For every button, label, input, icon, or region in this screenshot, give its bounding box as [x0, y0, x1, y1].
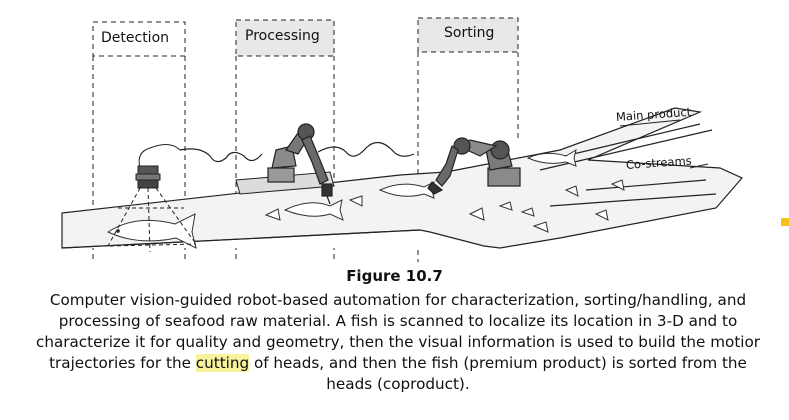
processed-fish: [283, 199, 344, 221]
caption-line-5: heads (coproduct).: [326, 375, 470, 393]
camera-scanner: [107, 144, 197, 253]
caption-line-2: processing of seafood raw material. A fi…: [58, 312, 738, 330]
cable: [179, 141, 415, 163]
figure-number: Figure 10.7: [346, 267, 443, 285]
processing-robot: [267, 123, 333, 205]
processing-table: [235, 171, 335, 195]
robot-automation-illustration: [61, 17, 743, 262]
annotation-marker: [781, 218, 789, 226]
caption-line-4-end: of heads, and then the fish (premium pro…: [249, 354, 747, 372]
leader-lines: [619, 119, 709, 169]
stage-label-detection: Detection: [101, 30, 170, 46]
sorting-robot: [427, 137, 521, 195]
stage-label-processing: Processing: [245, 28, 320, 44]
stage-label-sorting: Sorting: [444, 25, 495, 41]
caption-line-4: trajectories for the cutting of heads, a…: [14, 353, 782, 374]
main-product-fish: [526, 148, 577, 167]
caption-line-3: characterize it for quality and geometry…: [35, 333, 761, 351]
highlighted-word[interactable]: cutting: [195, 354, 250, 372]
caption-line-1: Computer vision-guided robot-based autom…: [49, 291, 747, 309]
fish-heads: [264, 179, 625, 233]
scanned-fish: [106, 213, 197, 249]
fish-items: [106, 148, 577, 249]
caption-line-4-start: trajectories for the: [49, 354, 196, 372]
figure-caption: Computer vision-guided robot-based autom…: [14, 290, 782, 395]
stage-columns: [92, 17, 519, 262]
